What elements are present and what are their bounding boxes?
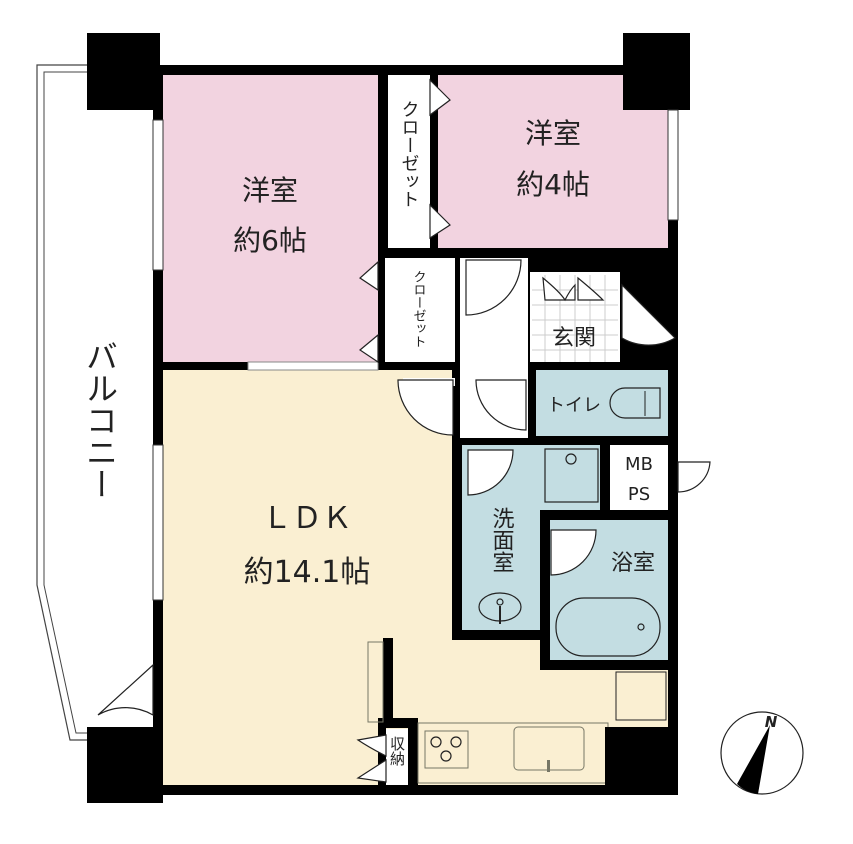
door[interactable] — [475, 379, 527, 431]
room-bedroom-large — [163, 75, 378, 362]
sink — [478, 592, 522, 624]
window — [152, 444, 164, 601]
room-label: 洗面室 — [489, 507, 515, 573]
window — [667, 109, 679, 221]
room-label: MB — [625, 454, 653, 475]
room-size: 約14.1帖 — [244, 555, 371, 590]
room-label: 洋室 — [242, 174, 298, 207]
storage — [386, 729, 408, 785]
room-label: 洋室 — [525, 117, 581, 150]
toilet-fixture — [609, 387, 661, 419]
door[interactable] — [677, 461, 711, 493]
washing-machine-space — [544, 448, 599, 503]
room-label: 浴室 — [611, 551, 655, 576]
door[interactable] — [397, 378, 455, 436]
pillar — [87, 33, 160, 110]
room-toilet — [536, 370, 668, 436]
room-mbps — [610, 445, 668, 510]
room-label: PS — [628, 484, 650, 505]
bathtub — [555, 597, 661, 657]
window — [152, 119, 164, 271]
room-washroom — [462, 445, 600, 630]
room-label: クローゼット — [411, 270, 427, 348]
balcony-outline — [36, 64, 87, 741]
closet-doors[interactable] — [356, 78, 605, 783]
room-label: クローゼット — [399, 100, 420, 208]
pillar — [605, 727, 675, 790]
room-label: ＬＤＫ — [262, 501, 352, 536]
balcony-door[interactable] — [97, 663, 154, 717]
room-label: 玄関 — [552, 326, 596, 351]
door[interactable] — [467, 449, 514, 496]
front-door[interactable] — [621, 283, 676, 346]
pillar — [87, 727, 163, 803]
room-closet-top — [388, 75, 430, 248]
compass-icon: N — [720, 711, 804, 795]
door[interactable] — [465, 259, 522, 316]
compass-north-label: N — [765, 713, 778, 731]
room-closet-mid — [385, 258, 455, 362]
room-size: 約4帖 — [516, 168, 590, 201]
refrigerator-space — [615, 671, 667, 721]
door[interactable] — [550, 529, 597, 576]
pillar — [623, 33, 690, 110]
room-label: トイレ — [547, 395, 601, 416]
room-label: 収納 — [388, 736, 406, 767]
room-ldk — [163, 370, 668, 785]
room-size: 約6帖 — [233, 224, 307, 257]
kitchen-counter — [417, 722, 609, 784]
balcony-label: バルコニー — [81, 340, 119, 500]
